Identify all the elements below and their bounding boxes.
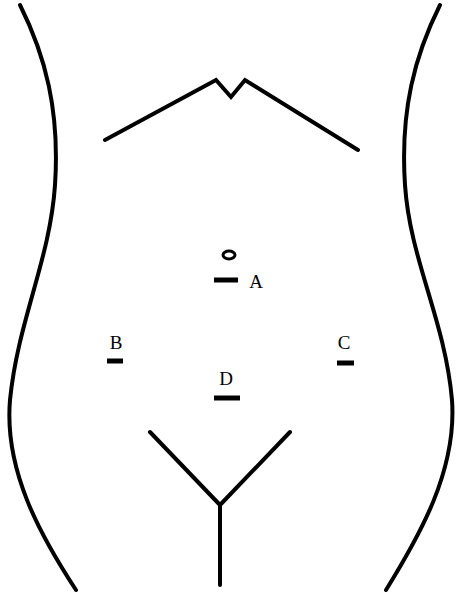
- left-flank-outline: [9, 5, 76, 590]
- port-mark: [107, 359, 123, 364]
- costal-margin: [105, 80, 358, 150]
- groin-lines: [150, 432, 290, 585]
- port-label: A: [249, 272, 263, 291]
- port-mark: [337, 361, 354, 366]
- port-mark: [214, 278, 238, 283]
- right-flank-outline: [386, 5, 452, 590]
- port-mark: [214, 396, 240, 401]
- port-label: D: [219, 369, 233, 388]
- umbilicus: [223, 251, 235, 259]
- port-label: C: [338, 333, 351, 352]
- port-label: B: [110, 333, 123, 352]
